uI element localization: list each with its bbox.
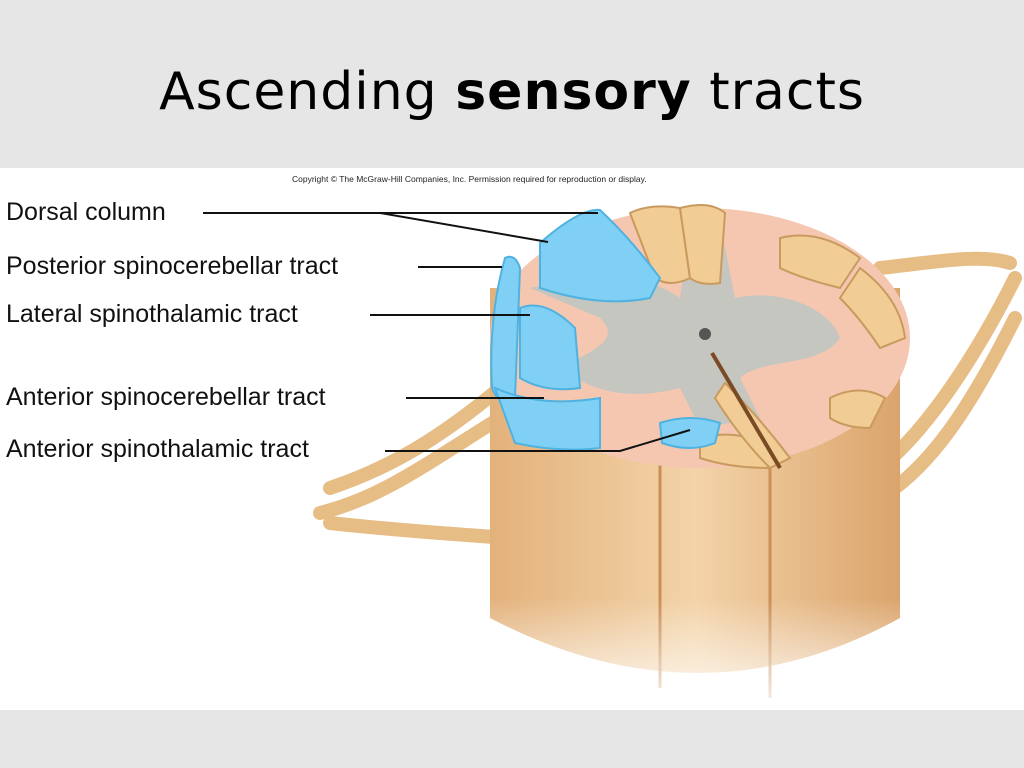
title-part-2: sensory — [455, 62, 692, 122]
label-dorsal-column: Dorsal column — [6, 198, 166, 226]
label-anterior-spinocerebellar-tract: Anterior spinocerebellar tract — [6, 383, 326, 411]
right-nerve-roots — [873, 251, 1022, 505]
lateral-spinothalamic-tract — [519, 304, 582, 391]
gray-matter — [530, 223, 840, 428]
dorsal-column-tract — [539, 208, 662, 303]
label-posterior-spinocerebellar-tract: Posterior spinocerebellar tract — [6, 252, 339, 280]
title-part-3: tracts — [709, 62, 865, 122]
blue-tracts — [490, 208, 722, 451]
leader-lines — [203, 212, 691, 452]
posterior-spinocerebellar-tract — [490, 255, 522, 403]
label-anterior-spinothalamic-tract: Anterior spinothalamic tract — [6, 435, 309, 463]
spinal-cord-illustration — [203, 203, 1022, 710]
title-part-1: Ascending — [159, 62, 438, 122]
copyright-notice: Copyright © The McGraw-Hill Companies, I… — [292, 174, 647, 184]
label-lateral-spinothalamic-tract: Lateral spinothalamic tract — [6, 300, 298, 328]
slide-title: Ascending sensory tracts — [0, 62, 1024, 122]
dorsal-pads — [628, 203, 907, 470]
anterior-spinothalamic-tract — [658, 417, 722, 449]
spinal-cord-figure: Copyright © The McGraw-Hill Companies, I… — [0, 168, 1024, 710]
